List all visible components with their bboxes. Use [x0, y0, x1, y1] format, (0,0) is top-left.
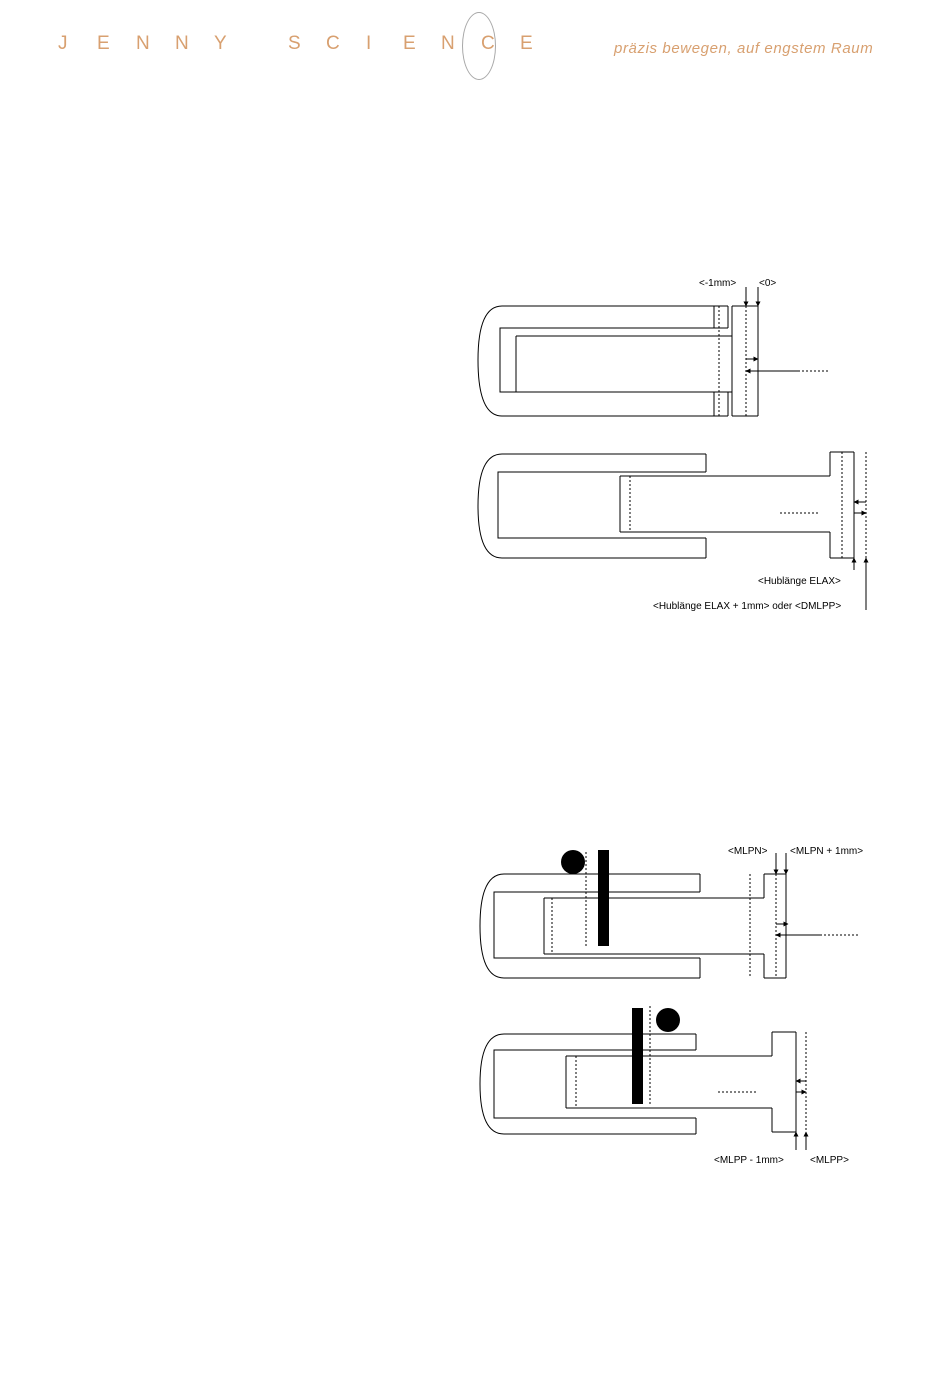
brand-header: J E N N Y S C I E N C E präzis bewegen, … [0, 0, 950, 90]
brand-letter: E [403, 34, 416, 53]
label-minus-1mm: <-1mm> [699, 278, 736, 289]
brand-letter: I [366, 34, 371, 53]
brand-letter: Y [214, 34, 227, 53]
stop-pin-lower [656, 1008, 680, 1032]
stop-bar-upper [598, 850, 609, 946]
brand-letter: N [441, 34, 455, 53]
diagram-mlp-svg: <MLPN> <MLPN + 1mm> <MLPP - 1mm> <MLPP> [470, 838, 890, 1168]
brand-letter: N [136, 34, 150, 53]
brand-letter: E [97, 34, 110, 53]
brand-letter: C [326, 34, 340, 53]
brand-letter: N [175, 34, 189, 53]
housing-outline-mlpp [480, 1034, 696, 1134]
logo-ring-icon [462, 12, 496, 80]
brand-letter: E [520, 34, 533, 53]
brand-letter: J [58, 34, 68, 53]
label-stroke-plus: <Hublänge ELAX + 1mm> oder <DMLPP> [653, 601, 841, 612]
label-stroke: <Hublänge ELAX> [758, 576, 841, 587]
housing-outline-mlpn [480, 874, 700, 978]
diagram-elax-svg: <-1mm> <0> <Hublänge ELAX> <Hublänge ELA… [470, 270, 890, 630]
tagline: präzis bewegen, auf engstem Raum [614, 40, 873, 57]
housing-outline-extended [478, 454, 706, 558]
stop-pin-upper [561, 850, 585, 874]
housing-inner-outline [500, 328, 728, 392]
diagram-mlp-limits: <MLPN> <MLPN + 1mm> <MLPP - 1mm> <MLPP> [470, 838, 890, 1168]
label-mlpn-plus: <MLPN + 1mm> [790, 846, 863, 857]
label-mlpp: <MLPP> [810, 1155, 849, 1166]
label-zero: <0> [759, 278, 776, 289]
stop-bar-lower [632, 1008, 643, 1104]
label-mlpn: <MLPN> [728, 846, 768, 857]
brand-letter: S [288, 34, 301, 53]
label-mlpp-minus: <MLPP - 1mm> [714, 1155, 784, 1166]
diagram-elax-positions: <-1mm> <0> <Hublänge ELAX> <Hublänge ELA… [470, 270, 890, 630]
